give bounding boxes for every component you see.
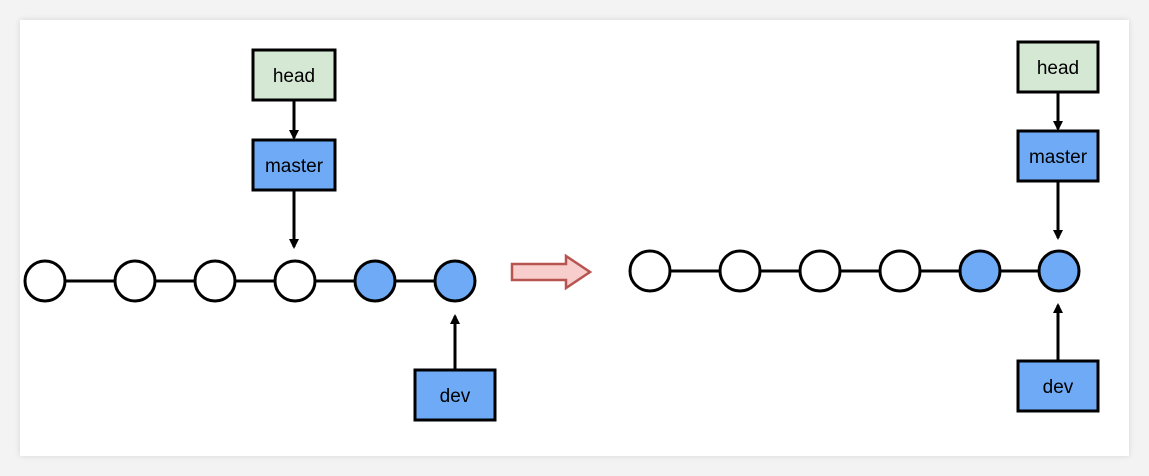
after-commit-node [718,249,762,293]
after-head-box: head [1016,40,1100,94]
right-arrow-icon [510,253,593,291]
before-dev-box: dev [413,368,497,422]
after-dev-label: dev [1043,377,1074,398]
after-commits [628,249,1081,293]
after-dev-box: dev [1016,359,1100,413]
before-commit-node [273,259,317,303]
after-master-label: master [1029,147,1088,168]
before-commit-node [113,259,157,303]
after-commit-node [798,249,842,293]
before-head-label: head [273,66,315,87]
after-commit-node [1037,249,1081,293]
before-commits [23,259,477,303]
after-commit-node [628,249,672,293]
before-commit-node [193,259,237,303]
before-dev-label: dev [440,386,471,407]
before-commit-node [23,259,67,303]
after-master-box: master [1016,129,1100,183]
before-commit-node [433,259,477,303]
after-commit-node [878,249,922,293]
after-commit-node [958,249,1002,293]
before-commit-node [353,259,397,303]
before-master-box: master [251,138,337,192]
before-head-box: head [251,48,337,102]
before-master-label: master [265,156,324,177]
diagram-card [20,20,1129,456]
after-state: head master dev [628,40,1100,413]
after-head-label: head [1037,58,1079,79]
before-state: head master dev [23,48,497,422]
